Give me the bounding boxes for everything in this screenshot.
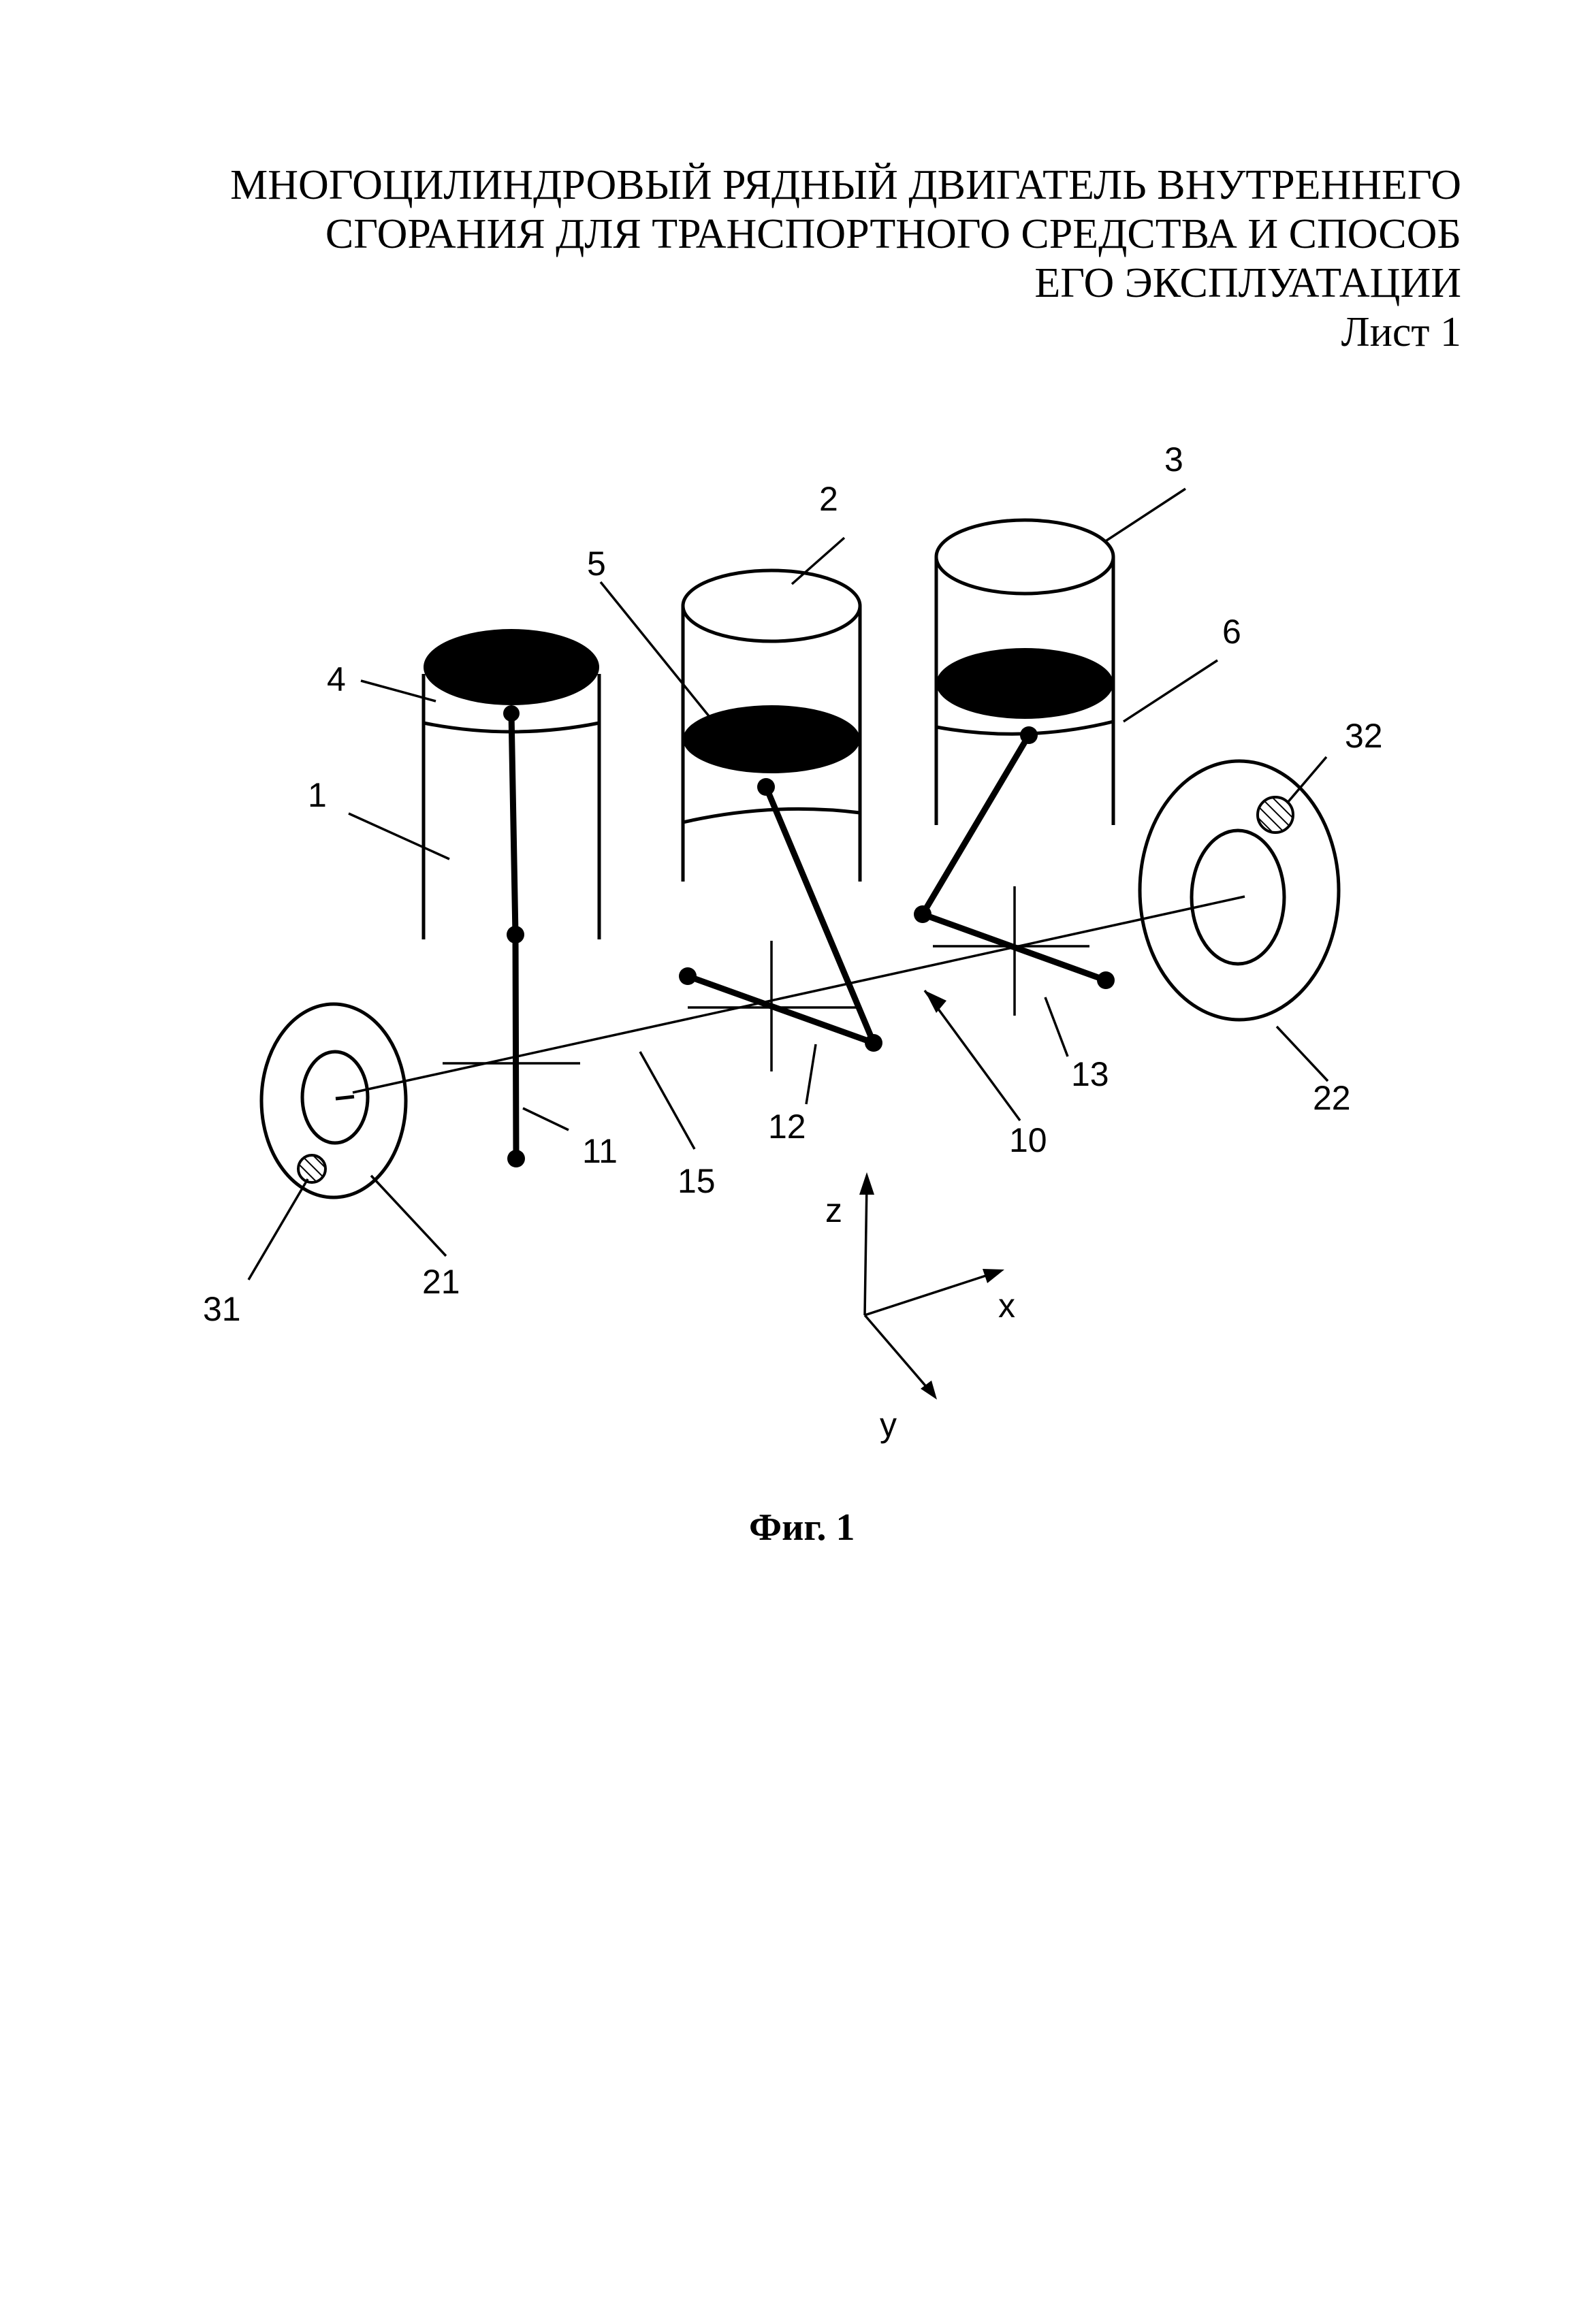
title-line-3: ЕГО ЭКСПЛУАТАЦИИ <box>1034 260 1461 306</box>
crankshaft-axis-15 <box>352 895 1245 1094</box>
axis-label-x: x <box>998 1287 1015 1325</box>
arrow-10-head <box>925 990 946 1013</box>
label-22: 22 <box>1313 1079 1351 1117</box>
label-10: 10 <box>1009 1121 1047 1159</box>
figure-caption: Фиг. 1 <box>749 1506 855 1549</box>
crank-centre-marks <box>443 886 1089 1130</box>
label-13: 13 <box>1071 1055 1109 1093</box>
label-12: 12 <box>768 1108 806 1146</box>
label-15: 15 <box>678 1162 716 1200</box>
piston-6 <box>936 648 1113 719</box>
crank-13 <box>914 726 1115 989</box>
disc-22 <box>1138 759 1341 1022</box>
piston-4 <box>424 629 599 705</box>
crank-12 <box>679 778 882 1052</box>
sheet-header: МНОГОЦИЛИНДРОВЫЙ РЯДНЫЙ ДВИГАТЕЛЬ ВНУТРЕ… <box>168 161 1461 357</box>
label-21: 21 <box>422 1263 460 1301</box>
title-line-1: МНОГОЦИЛИНДРОВЫЙ РЯДНЫЙ ДВИГАТЕЛЬ ВНУТРЕ… <box>230 162 1461 208</box>
cylinder-2 <box>681 568 862 882</box>
cylinder-1 <box>421 629 601 939</box>
label-31: 31 <box>203 1290 241 1328</box>
label-4: 4 <box>327 660 346 698</box>
label-11: 11 <box>582 1132 618 1170</box>
cylinder-3 <box>934 518 1115 825</box>
label-5: 5 <box>587 545 606 583</box>
sheet-number: Лист 1 <box>1341 309 1461 355</box>
label-32: 32 <box>1345 717 1383 755</box>
title-line-2: СГОРАНИЯ ДЛЯ ТРАНСПОРТНОГО СРЕДСТВА И СП… <box>325 211 1461 257</box>
mass-31 <box>297 1154 327 1184</box>
crank-11 <box>503 705 525 1167</box>
label-6: 6 <box>1222 613 1241 651</box>
disc-21 <box>259 1002 408 1199</box>
label-3: 3 <box>1164 440 1183 479</box>
label-2: 2 <box>819 480 838 518</box>
coordinate-axes <box>859 1172 1004 1400</box>
mass-32 <box>1256 796 1294 834</box>
label-1: 1 <box>308 776 327 814</box>
axis-label-y: y <box>880 1406 897 1444</box>
leader-lines <box>247 487 1329 1280</box>
axis-label-z: z <box>825 1191 842 1229</box>
piston-5 <box>683 705 860 773</box>
